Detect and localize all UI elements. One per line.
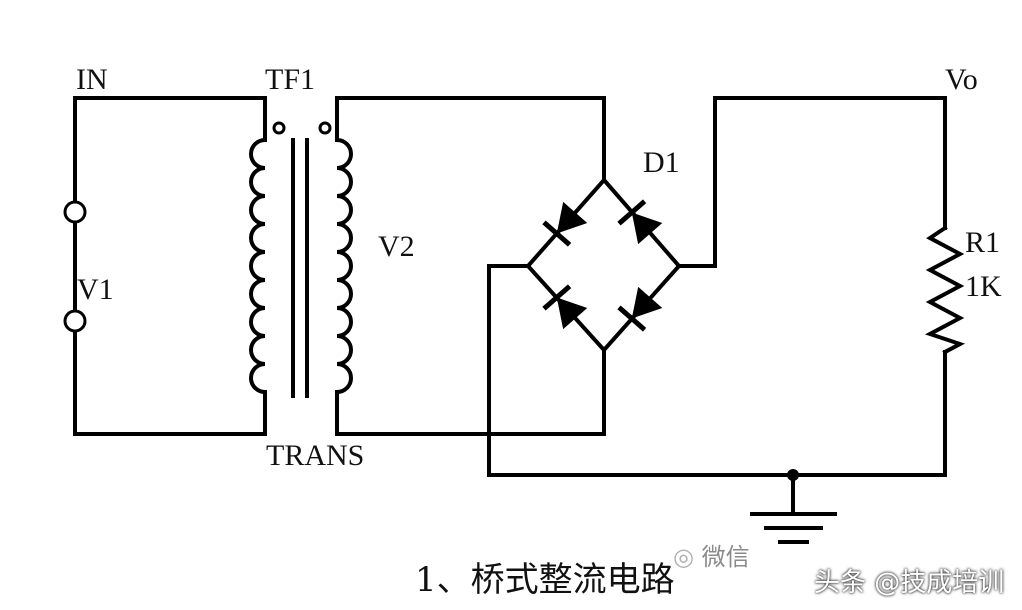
wechat-watermark: ◎ 微信 bbox=[673, 545, 750, 569]
input-terminal-bottom bbox=[63, 309, 87, 333]
primary-winding bbox=[249, 126, 267, 397]
positive-output-wire bbox=[677, 96, 947, 268]
input-top-wire bbox=[73, 96, 267, 130]
secondary-winding bbox=[335, 126, 353, 397]
secondary-top-wire bbox=[335, 96, 606, 182]
label-trans: TRANS bbox=[266, 439, 365, 472]
diode-bottom-left bbox=[542, 284, 588, 330]
label-vo: Vo bbox=[945, 63, 978, 96]
label-in: IN bbox=[76, 63, 108, 96]
wechat-watermark-text: 微信 bbox=[701, 543, 750, 571]
primary-polarity-dot bbox=[272, 121, 286, 135]
negative-return-wire bbox=[487, 264, 947, 477]
resistor-r1 bbox=[924, 225, 966, 355]
label-d1: D1 bbox=[643, 146, 680, 179]
label-v1: V1 bbox=[77, 273, 114, 306]
label-r1-value: 1K bbox=[965, 270, 1002, 303]
label-r1: R1 bbox=[965, 226, 1001, 259]
diagram-caption: 1、桥式整流电路 bbox=[415, 560, 675, 600]
secondary-bottom-wire bbox=[335, 348, 606, 436]
ground-junction-dot bbox=[787, 469, 799, 481]
source-watermark: 头条 @技成培训 bbox=[814, 568, 1005, 598]
wechat-icon: ◎ bbox=[673, 543, 694, 571]
secondary-polarity-dot bbox=[318, 121, 332, 135]
bridge-diamond bbox=[525, 176, 682, 353]
input-left-wire-bottom bbox=[73, 330, 267, 436]
diode-bottom-right bbox=[617, 286, 663, 332]
label-v2: V2 bbox=[378, 230, 415, 263]
input-terminal-top bbox=[63, 200, 87, 224]
diode-top-left bbox=[542, 201, 588, 247]
diode-top-right bbox=[617, 199, 663, 245]
label-tf1: TF1 bbox=[265, 63, 316, 96]
